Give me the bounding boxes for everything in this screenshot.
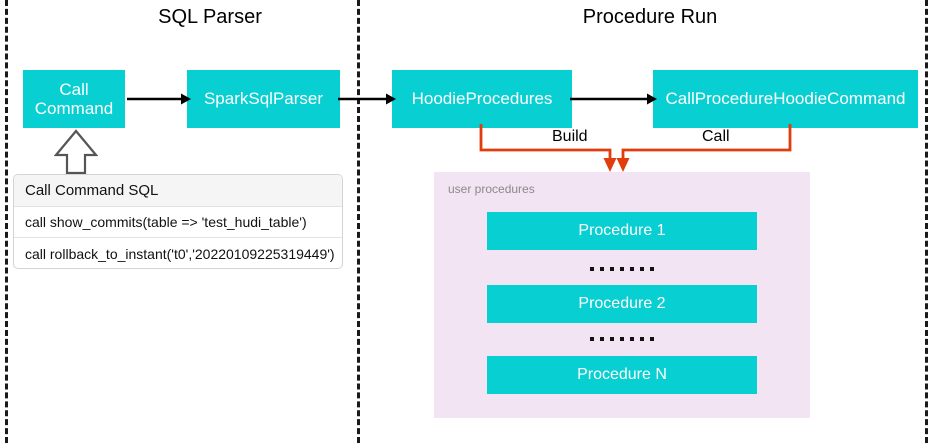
node-call-command-line2: Command [34,99,114,118]
section-title-procedure-run: Procedure Run [582,6,718,28]
user-procedures-panel: user procedures Procedure 1 Procedure 2 … [434,172,810,418]
node-call-procedure-hoodie-command[interactable]: CallProcedureHoodieCommand [653,70,918,128]
sql-panel-row[interactable]: call show_commits(table => 'test_hudi_ta… [14,207,342,239]
hollow-up-arrow-icon [54,129,98,175]
dot [600,337,604,341]
dot [590,337,594,341]
region-divider-middle [357,0,360,443]
dot [630,337,634,341]
sql-panel-header: Call Command SQL [14,175,342,207]
orange-connector-arrows [479,124,792,172]
dot [610,267,614,271]
region-divider-right [925,0,928,443]
ellipsis-dots [487,260,757,278]
node-spark-sql-parser[interactable]: SparkSqlParser [187,70,340,128]
call-command-sql-panel: Call Command SQL call show_commits(table… [13,174,343,269]
node-hoodie-procedures[interactable]: HoodieProcedures [392,70,572,128]
dot [630,267,634,271]
edge-label-call: Call [697,128,735,146]
arrow-hoodie-procedures-to-call-procedure-hoodie-command [570,93,657,105]
region-divider-left [5,0,8,443]
procedure-box[interactable]: Procedure 1 [487,212,757,250]
dot [640,267,644,271]
dot [650,267,654,271]
node-call-command-label: Call Command [35,80,113,118]
node-call-command-line1: Call [59,79,89,99]
arrow-call-command-to-spark-sql-parser [127,93,191,105]
procedure-box[interactable]: Procedure N [487,356,757,394]
ellipsis-dots [487,330,757,348]
dot [600,267,604,271]
dot [640,337,644,341]
dot [620,267,624,271]
user-procedures-caption: user procedures [448,182,535,196]
section-title-sql-parser: SQL Parser [158,6,262,28]
edge-label-build: Build [547,128,593,146]
sql-panel-row[interactable]: call rollback_to_instant('t0','202201092… [25,245,335,262]
procedure-box[interactable]: Procedure 2 [487,285,757,323]
dot [590,267,594,271]
dot [650,337,654,341]
dot [610,337,614,341]
dot [620,337,624,341]
arrow-spark-sql-parser-to-hoodie-procedures [338,93,396,105]
node-call-command[interactable]: Call Command [23,70,125,128]
